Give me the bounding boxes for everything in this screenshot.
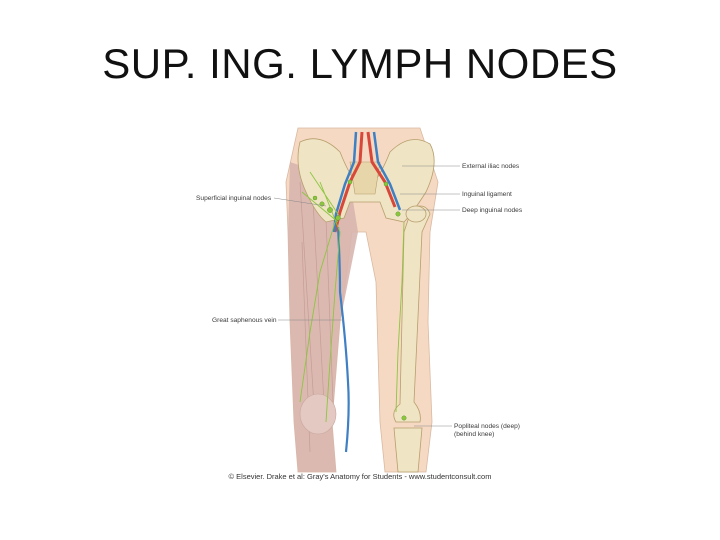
label-leader-lines: [273, 165, 460, 427]
pelvis-bone: [297, 138, 435, 223]
right-thigh-muscles: [288, 162, 358, 472]
figure-caption: © Elsevier. Drake et al: Gray's Anatomy …: [228, 472, 492, 481]
label-superficial-inguinal-nodes: Superficial inguinal nodes: [196, 195, 272, 202]
anatomy-illustration: External iliac nodes Inguinal ligament D…: [190, 122, 540, 482]
lymph-vessels: [299, 171, 405, 423]
anatomy-svg: External iliac nodes Inguinal ligament D…: [196, 127, 523, 473]
label-external-iliac-nodes: External iliac nodes: [462, 163, 520, 170]
label-great-saphenous-vein: Great saphenous vein: [212, 317, 277, 324]
femoral-head: [405, 205, 427, 223]
label-popliteal-nodes: Popliteal nodes (deep): [454, 423, 520, 430]
great-saphenous-vein: [336, 226, 350, 453]
tibia: [393, 427, 423, 473]
label-inguinal-ligament: Inguinal ligament: [462, 191, 512, 198]
right-knee: [299, 393, 337, 435]
thigh-muscle-lines: [299, 181, 334, 453]
slide-title: SUP. ING. LYMPH NODES: [102, 40, 618, 87]
femur: [393, 205, 431, 423]
label-deep-inguinal-nodes: Deep inguinal nodes: [462, 207, 523, 214]
label-popliteal-nodes-note: (behind knee): [454, 431, 494, 438]
